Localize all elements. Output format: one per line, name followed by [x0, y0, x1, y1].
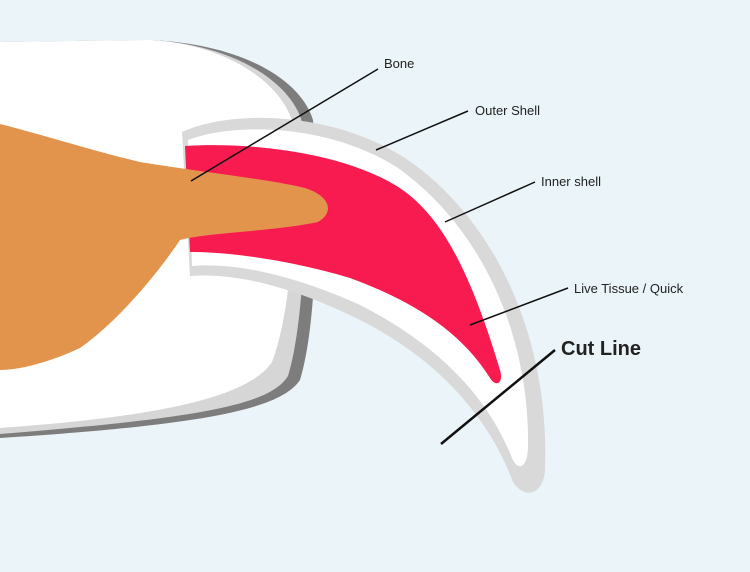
- inner-shell-leader-line: [444, 181, 536, 223]
- quick-leader-line: [469, 287, 569, 326]
- cut-line: [440, 349, 556, 445]
- quick-label: Live Tissue / Quick: [574, 281, 684, 296]
- bone: [0, 124, 328, 370]
- bone-label: Bone: [384, 56, 414, 71]
- outer-shell-label: Outer Shell: [475, 103, 540, 118]
- bone-leader-line: [190, 68, 379, 182]
- outer-shell-leader-line: [375, 110, 469, 151]
- inner-shell-label: Inner shell: [541, 174, 601, 189]
- cut-line-label: Cut Line: [561, 338, 641, 360]
